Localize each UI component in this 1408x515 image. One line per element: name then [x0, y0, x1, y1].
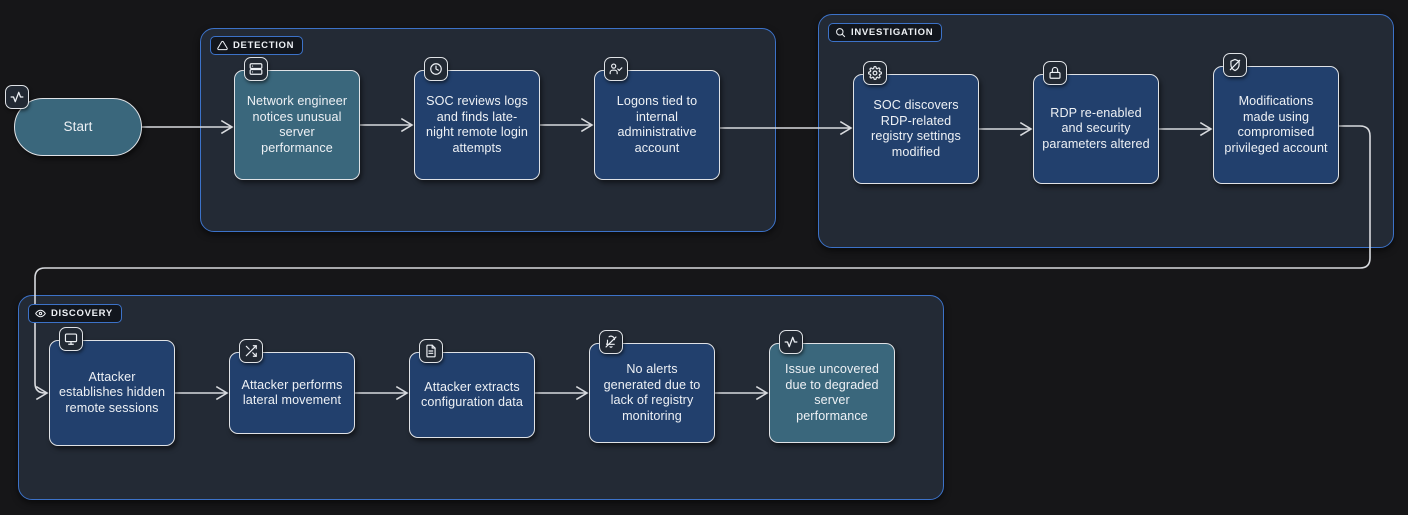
- node-investigation-1[interactable]: SOC discovers RDP-related registry setti…: [853, 61, 979, 184]
- group-discovery-label: DISCOVERY: [28, 304, 122, 323]
- group-detection-label-text: DETECTION: [233, 40, 295, 51]
- node-investigation-3-label: Modifications made using compromised pri…: [1224, 94, 1328, 155]
- node-investigation-1-label: SOC discovers RDP-related registry setti…: [871, 98, 961, 159]
- activity-pulse-icon: [779, 330, 803, 354]
- group-investigation-label-text: INVESTIGATION: [851, 27, 934, 38]
- node-discovery-2-label: Attacker performs lateral movement: [241, 377, 343, 408]
- node-discovery-1-label: Attacker establishes hidden remote sessi…: [58, 369, 166, 415]
- node-detection-3-label: Logons tied to internal administrative a…: [616, 94, 698, 155]
- node-investigation-2[interactable]: RDP re-enabled and security parameters a…: [1033, 61, 1159, 184]
- eye-icon: [35, 309, 46, 318]
- node-start-label: Start: [63, 119, 93, 135]
- server-icon: [244, 57, 268, 81]
- clock-icon: [424, 57, 448, 81]
- node-investigation-3[interactable]: Modifications made using compromised pri…: [1213, 53, 1339, 184]
- warning-triangle-icon: [217, 40, 228, 51]
- monitor-icon: [59, 327, 83, 351]
- node-discovery-2[interactable]: Attacker performs lateral movement: [229, 339, 355, 434]
- node-detection-2[interactable]: SOC reviews logs and finds late-night re…: [414, 57, 540, 180]
- shield-off-icon: [1223, 53, 1247, 77]
- node-detection-1-label: Network engineer notices unusual server …: [246, 94, 348, 155]
- node-discovery-3-label: Attacker extracts configuration data: [421, 379, 523, 410]
- node-detection-3[interactable]: Logons tied to internal administrative a…: [594, 57, 720, 180]
- document-icon: [419, 339, 443, 363]
- magnifier-icon: [836, 28, 846, 38]
- group-investigation-label: INVESTIGATION: [828, 23, 943, 42]
- node-detection-1[interactable]: Network engineer notices unusual server …: [234, 57, 360, 180]
- gear-icon: [863, 61, 887, 85]
- node-discovery-4-label: No alerts generated due to lack of regis…: [603, 362, 701, 423]
- activity-pulse-icon: [5, 85, 29, 109]
- shuffle-icon: [239, 339, 263, 363]
- group-discovery-label-text: DISCOVERY: [51, 308, 113, 319]
- node-discovery-5-label: Issue uncovered due to degraded server p…: [785, 362, 879, 423]
- bell-off-icon: [599, 330, 623, 354]
- node-discovery-4[interactable]: No alerts generated due to lack of regis…: [589, 330, 715, 443]
- lock-icon: [1043, 61, 1067, 85]
- node-discovery-1[interactable]: Attacker establishes hidden remote sessi…: [49, 327, 175, 446]
- user-check-icon: [604, 57, 628, 81]
- node-detection-2-label: SOC reviews logs and finds late-night re…: [426, 94, 528, 155]
- node-discovery-3[interactable]: Attacker extracts configuration data: [409, 339, 535, 438]
- node-start[interactable]: Start: [5, 85, 142, 156]
- node-discovery-5[interactable]: Issue uncovered due to degraded server p…: [769, 330, 895, 443]
- group-detection-label: DETECTION: [210, 36, 304, 55]
- node-investigation-2-label: RDP re-enabled and security parameters a…: [1042, 105, 1150, 151]
